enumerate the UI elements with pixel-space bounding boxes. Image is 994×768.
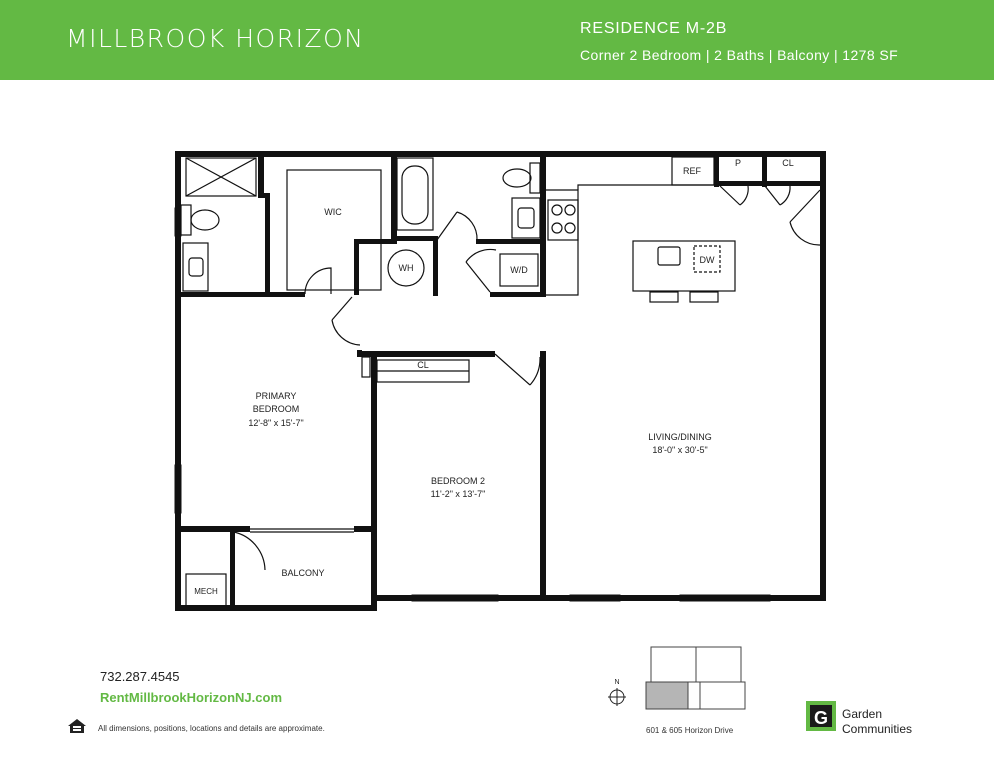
walls [175, 151, 826, 611]
label-bed2-dims: 11'-2" x 13'-7" [431, 489, 486, 499]
label-primary-1: PRIMARY [256, 391, 297, 401]
label-bed2: BEDROOM 2 [431, 476, 485, 486]
website-link[interactable]: RentMillbrookHorizonNJ.com [100, 690, 283, 705]
garden-communities-logo: G [806, 701, 836, 731]
label-balcony: BALCONY [281, 568, 324, 578]
highlight-unit [645, 681, 689, 710]
label-wic: WIC [324, 207, 342, 217]
label-wh: WH [399, 263, 414, 273]
equal-housing-icon [68, 719, 86, 733]
label-primary-2: BEDROOM [253, 404, 300, 414]
brand-name: MILLBROOK HORIZON [66, 24, 365, 53]
address-text: 601 & 605 Horizon Drive [646, 726, 734, 735]
label-ref: REF [683, 166, 702, 176]
label-mech: MECH [194, 587, 218, 596]
label-living: LIVING/DINING [648, 432, 712, 442]
fixtures [174, 156, 821, 607]
phone-number[interactable]: 732.287.4545 [100, 669, 180, 684]
svg-text:G: G [814, 708, 828, 728]
label-wd: W/D [510, 265, 528, 275]
disclaimer-text: All dimensions, positions, locations and… [98, 724, 325, 733]
logo-text-line1: Garden [842, 707, 883, 721]
north-label: N [614, 679, 619, 686]
label-closet-hall: CL [782, 158, 794, 168]
label-dw: DW [700, 255, 715, 265]
residence-summary: Corner 2 Bedroom | 2 Baths | Balcony | 1… [580, 47, 899, 63]
north-compass-icon [608, 688, 626, 706]
label-pantry: P [735, 158, 741, 168]
key-plan [645, 646, 746, 710]
residence-title: RESIDENCE M-2B [580, 20, 728, 37]
header-banner: MILLBROOK HORIZON RESIDENCE M-2B Corner … [0, 0, 994, 80]
room-labels: WIC WH W/D REF P CL DW PRIMARY BEDROOM 1… [194, 158, 794, 596]
label-closet-bed2: CL [417, 360, 429, 370]
label-primary-dims: 12'-8" x 15'-7" [248, 418, 303, 428]
label-living-dims: 18'-0" x 30'-5" [652, 445, 707, 455]
logo-text-line2: Communities [842, 722, 913, 736]
